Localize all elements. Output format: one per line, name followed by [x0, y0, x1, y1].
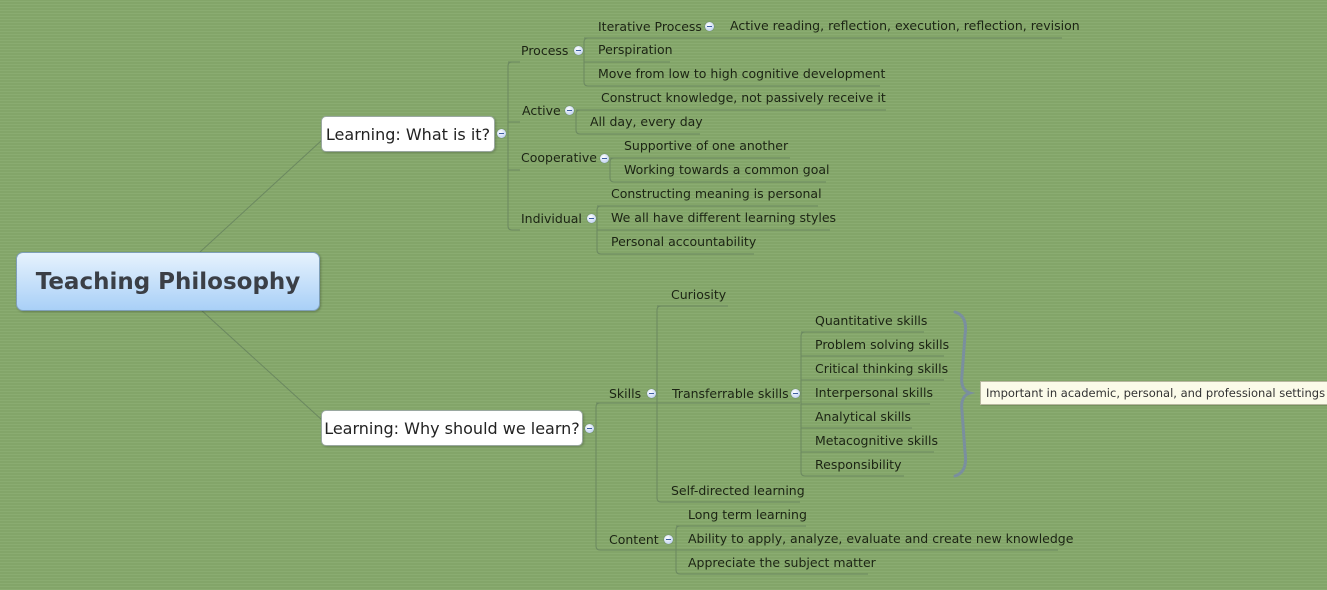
node-constructing-meaning[interactable]: Constructing meaning is personal [611, 186, 822, 201]
collapse-minus-icon[interactable] [497, 129, 506, 138]
node-responsibility[interactable]: Responsibility [815, 457, 902, 472]
collapse-minus-icon[interactable] [664, 535, 673, 544]
node-common-goal[interactable]: Working towards a common goal [624, 162, 830, 177]
main-topic-what-is-learning[interactable]: Learning: What is it? [321, 116, 495, 152]
main-topic-label: Learning: Why should we learn? [324, 418, 580, 438]
central-topic[interactable]: Teaching Philosophy [16, 252, 320, 311]
subtopic-process[interactable]: Process [521, 43, 569, 58]
node-long-term[interactable]: Long term learning [688, 507, 807, 522]
node-quantitative[interactable]: Quantitative skills [815, 313, 928, 328]
subtopic-active[interactable]: Active [522, 103, 561, 118]
main-topic-label: Learning: What is it? [325, 124, 491, 144]
summary-callout-label: Important in academic, personal, and pro… [986, 386, 1326, 400]
node-transferrable-skills[interactable]: Transferrable skills [672, 386, 789, 401]
node-learning-styles[interactable]: We all have different learning styles [611, 210, 837, 225]
summary-callout[interactable]: Important in academic, personal, and pro… [980, 381, 1327, 405]
subtopic-skills[interactable]: Skills [609, 386, 642, 401]
collapse-minus-icon[interactable] [587, 214, 596, 223]
subtopic-content[interactable]: Content [609, 532, 659, 547]
node-apply-analyze[interactable]: Ability to apply, analyze, evaluate and … [688, 531, 1074, 546]
collapse-minus-icon[interactable] [600, 154, 609, 163]
node-cognitive-development[interactable]: Move from low to high cognitive developm… [598, 66, 886, 81]
node-all-day[interactable]: All day, every day [590, 114, 703, 129]
node-supportive[interactable]: Supportive of one another [624, 138, 789, 153]
node-problem-solving[interactable]: Problem solving skills [815, 337, 950, 352]
subtopic-individual[interactable]: Individual [521, 211, 582, 226]
main-topic-why-learn[interactable]: Learning: Why should we learn? [321, 410, 583, 446]
collapse-minus-icon[interactable] [585, 424, 594, 433]
collapse-minus-icon[interactable] [705, 22, 714, 31]
node-appreciate-subject[interactable]: Appreciate the subject matter [688, 555, 876, 570]
collapse-minus-icon[interactable] [791, 389, 800, 398]
node-personal-accountability[interactable]: Personal accountability [611, 234, 757, 249]
node-self-directed[interactable]: Self-directed learning [671, 483, 805, 498]
summary-brace [953, 310, 976, 478]
subtopic-cooperative[interactable]: Cooperative [521, 150, 597, 165]
node-interpersonal[interactable]: Interpersonal skills [815, 385, 933, 400]
node-analytical[interactable]: Analytical skills [815, 409, 912, 424]
node-critical-thinking[interactable]: Critical thinking skills [815, 361, 949, 376]
node-iterative-detail[interactable]: Active reading, reflection, execution, r… [730, 18, 1080, 33]
node-metacognitive[interactable]: Metacognitive skills [815, 433, 939, 448]
collapse-minus-icon[interactable] [574, 46, 583, 55]
node-curiosity[interactable]: Curiosity [671, 287, 727, 302]
node-construct-knowledge[interactable]: Construct knowledge, not passively recei… [601, 90, 886, 105]
collapse-minus-icon[interactable] [565, 106, 574, 115]
node-iterative-process[interactable]: Iterative Process [598, 19, 702, 34]
collapse-minus-icon[interactable] [647, 389, 656, 398]
node-perspiration[interactable]: Perspiration [598, 42, 673, 57]
central-topic-label: Teaching Philosophy [35, 268, 301, 295]
